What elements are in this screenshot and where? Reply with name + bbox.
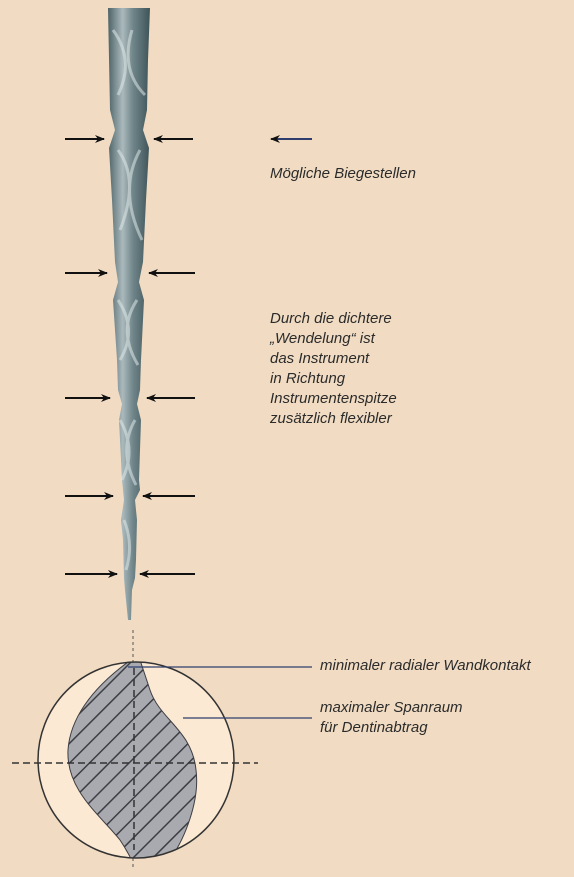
chip-space-line-2: für Dentinabtrag	[320, 718, 463, 738]
winding-line-1: Durch die dichtere	[270, 309, 397, 329]
cross-section	[38, 660, 234, 870]
winding-line-2: „Wendelung“ ist	[270, 329, 397, 349]
chip-space-label: maximaler Spanraum für Dentinabtrag	[320, 698, 463, 738]
legend-bend-points-label: Mögliche Biegestellen	[270, 164, 416, 184]
winding-line-4: in Richtung	[270, 369, 397, 389]
winding-line-5: Instrumentenspitze	[270, 389, 397, 409]
winding-line-6: zusätzlich flexibler	[270, 409, 397, 429]
winding-line-3: das Instrument	[270, 349, 397, 369]
chip-space-line-1: maximaler Spanraum	[320, 698, 463, 718]
radial-contact-label: minimaler radialer Wandkontakt	[320, 656, 531, 676]
winding-description: Durch die dichtere „Wendelung“ ist das I…	[270, 309, 397, 429]
